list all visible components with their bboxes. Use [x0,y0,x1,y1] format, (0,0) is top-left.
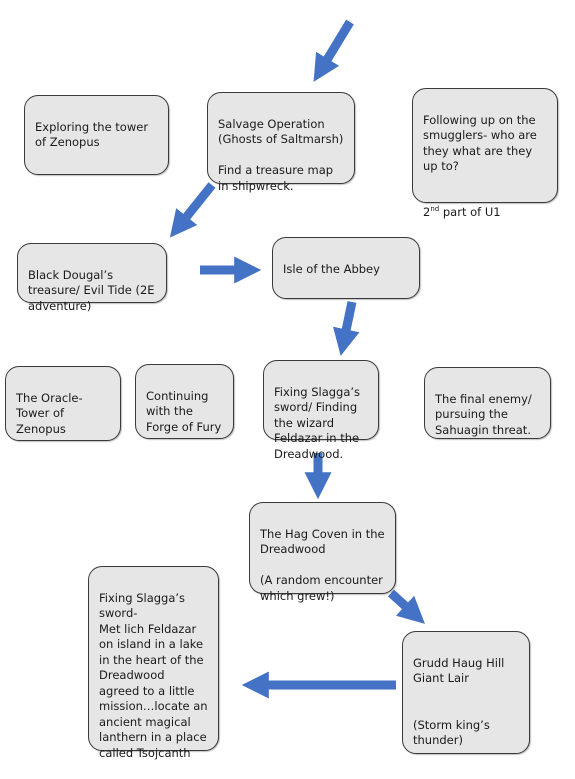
box-grudd-haug: Grudd Haug Hill Giant Lair (Storm king’s… [402,631,530,754]
box-fixing-sword: Fixing Slagga’s sword/ Finding the wizar… [263,360,379,461]
box-hag-coven: The Hag Coven in the Dreadwood (A random… [249,502,396,603]
box-exploring-zenopus: Exploring the tower of Zenopus [24,95,169,175]
arrow-salvage-to-black-dougal [169,182,216,238]
box-smugglers: Following up on the smugglers- who are t… [412,88,558,219]
box-met-lich: Fixing Slagga’s sword- Met lich Feldazar… [88,566,219,760]
box-forge-fury: Continuing with the Forge of Fury [135,364,234,439]
arrow-entry [313,19,354,82]
box-oracle: The Oracle- Tower of Zenopus [5,366,121,441]
arrow-hag-coven-to-grudd-haug [387,589,425,624]
box-final-enemy: The final enemy/ pursuing the Sahuagin t… [424,367,551,439]
arrow-isle-to-fixing-sword [333,301,360,356]
smugglers-part-line: 2nd part of U1 [423,205,501,219]
box-black-dougal: Black Dougal’s treasure/ Evil Tide (2E a… [17,243,167,313]
box-isle-abbey: Isle of the Abbey [272,237,420,299]
box-salvage-operation: Salvage Operation (Ghosts of Saltmarsh) … [207,92,355,193]
